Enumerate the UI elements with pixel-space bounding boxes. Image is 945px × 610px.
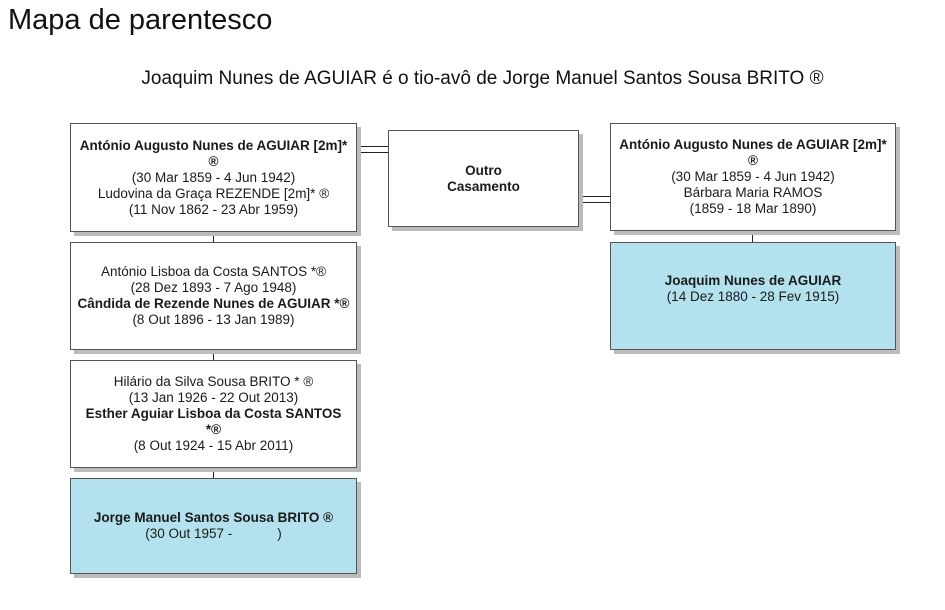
family-box-aguiar-rezende[interactable]: António Augusto Nunes de AGUIAR [2m]* ® … [70,123,357,232]
person-name: Joaquim Nunes de AGUIAR [664,273,842,288]
person-dates: (14 Dez 1880 - 28 Fev 1915) [666,289,840,304]
connector-left-to-middle-top [344,146,388,147]
person-name: Cândida de Rezende Nunes de AGUIAR *® [77,296,350,311]
person-box-jorge-brito[interactable]: Jorge Manuel Santos Sousa BRITO ® (30 Ou… [70,478,357,574]
person-name: Ludovina da Graça REZENDE [2m]* ® [97,185,330,201]
family-box-brito-santos[interactable]: Hilário da Silva Sousa BRITO * ® (13 Jan… [70,360,357,468]
other-marriage-label: Outro Casamento [447,162,520,194]
person-box-joaquim-aguiar[interactable]: Joaquim Nunes de AGUIAR (14 Dez 1880 - 2… [610,242,896,350]
person-dates: (28 Dez 1893 - 7 Ago 1948) [130,280,297,295]
page-title: Mapa de parentesco [8,4,273,36]
person-name: Bárbara Maria RAMOS [683,185,823,200]
relationship-subtitle: Joaquim Nunes de AGUIAR é o tio-avô de J… [141,68,824,89]
person-dates: (13 Jan 1926 - 22 Out 2013) [128,390,299,405]
person-dates: (30 Mar 1859 - 4 Jun 1942) [131,169,296,185]
connector-left-1-2 [213,232,214,242]
person-dates: (11 Nov 1862 - 23 Abr 1959) [128,201,299,217]
person-dates: (8 Out 1896 - 13 Jan 1989) [132,312,295,327]
family-box-aguiar-ramos[interactable]: António Augusto Nunes de AGUIAR [2m]* ® … [610,123,896,231]
person-name: Esther Aguiar Lisboa da Costa SANTOS *® [85,406,342,437]
connector-left-2-3 [213,350,214,360]
person-dates: (8 Out 1924 - 15 Abr 2011) [133,438,294,453]
person-name: Hilário da Silva Sousa BRITO * ® [113,374,314,389]
connector-left-to-middle-bottom [344,152,388,153]
person-name: António Augusto Nunes de AGUIAR [2m]* ® [79,137,348,169]
connector-left-3-4 [213,468,214,478]
person-name: António Lisboa da Costa SANTOS *® [100,264,327,279]
person-dates: (30 Out 1957 - ) [145,526,282,541]
person-name: António Augusto Nunes de AGUIAR [2m]* ® [619,137,887,168]
other-marriage-box[interactable]: Outro Casamento [388,130,579,227]
person-dates: (30 Mar 1859 - 4 Jun 1942) [671,169,835,184]
person-dates: (1859 - 18 Mar 1890) [689,201,817,216]
family-box-santos-aguiar[interactable]: António Lisboa da Costa SANTOS *® (28 De… [70,242,357,350]
connector-right-1-2 [752,231,753,242]
person-name: Jorge Manuel Santos Sousa BRITO ® [93,510,334,525]
